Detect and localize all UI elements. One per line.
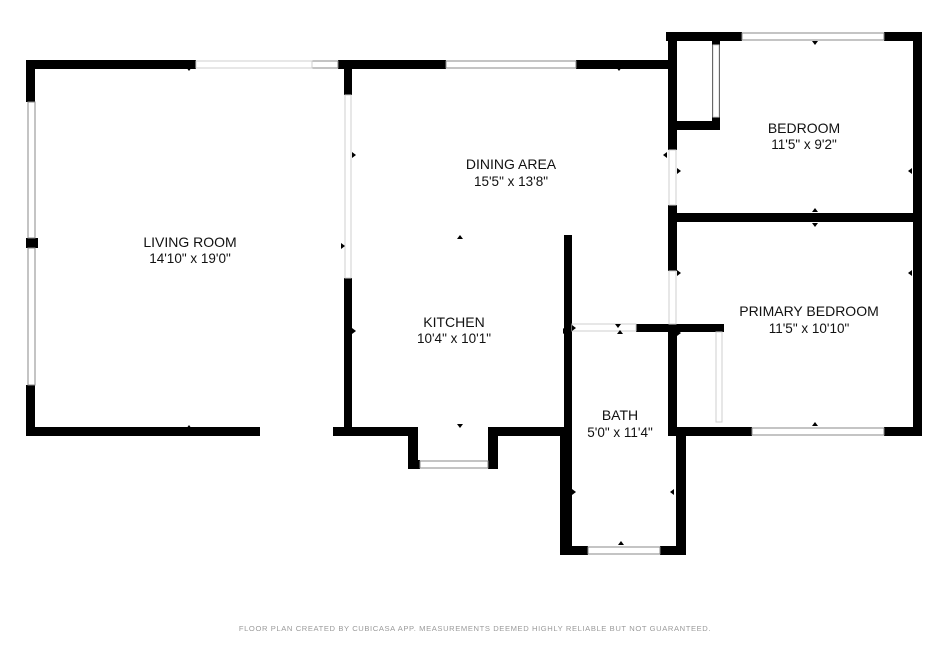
walls	[26, 32, 922, 555]
wall-kitchen-bottom-right	[488, 427, 560, 436]
wall-closet-return	[668, 121, 720, 130]
marker	[812, 41, 818, 45]
bath-name: BATH	[602, 407, 638, 423]
opening-partition	[344, 94, 352, 279]
wall-bay-bottom-left	[408, 460, 420, 469]
living-room-name: LIVING ROOM	[143, 234, 236, 250]
marker	[812, 422, 818, 426]
window-bedroom-top	[741, 32, 885, 41]
window-dining-top	[445, 60, 577, 69]
wall-bay-bottom-right	[488, 460, 498, 469]
marker	[572, 489, 576, 495]
living-room-dims: 14'10" x 19'0"	[149, 251, 231, 266]
wall-bedroom-left-lower	[668, 205, 677, 271]
marker	[617, 330, 623, 334]
wall-primary-bottom-left	[668, 427, 752, 436]
wall-bath-bottom-left	[560, 546, 588, 555]
wall-primary-bottom-right	[884, 427, 922, 436]
wall-right-outer	[913, 32, 922, 436]
opening-living-top	[195, 60, 313, 69]
marker	[457, 235, 463, 239]
marker	[677, 330, 681, 336]
wall-bath-left-lower	[560, 427, 572, 555]
window-primary-bottom	[751, 427, 885, 436]
wall-partition-upper	[344, 60, 352, 95]
primary-bedroom-dims: 11'5" x 10'10"	[769, 321, 850, 336]
wall-bay-right	[488, 427, 498, 469]
wall-bath-right	[676, 427, 686, 555]
wall-bedroom-divider	[668, 213, 922, 222]
openings	[195, 44, 723, 423]
wall-bedroom-left-upper	[668, 32, 677, 150]
kitchen-dims: 10'4" x 10'1"	[417, 331, 491, 346]
marker	[352, 328, 356, 334]
marker	[812, 223, 818, 227]
wall-bay-left	[408, 427, 418, 469]
room-labels: LIVING ROOM 14'10" x 19'0" DINING AREA 1…	[143, 120, 878, 440]
marker	[677, 270, 681, 276]
wall-living-left-upper	[26, 60, 35, 102]
kitchen-name: KITCHEN	[423, 314, 484, 330]
opening-bedroom-door	[668, 149, 677, 206]
marker	[677, 168, 681, 174]
windows	[27, 32, 885, 555]
window-bath	[587, 546, 661, 555]
window-living-left-lower	[27, 247, 36, 386]
wall-primary-left-lower	[668, 324, 677, 436]
marker	[563, 328, 567, 334]
wall-right-top-left	[666, 32, 742, 41]
footer-disclaimer: FLOOR PLAN CREATED BY CUBICASA APP. MEAS…	[239, 624, 711, 633]
marker	[615, 324, 621, 328]
bedroom-name: BEDROOM	[768, 120, 840, 136]
marker	[186, 425, 192, 429]
marker	[572, 325, 576, 331]
wall-top-center-right	[576, 60, 676, 69]
wall-bath-top-right	[636, 324, 724, 332]
opening-primary-door	[668, 270, 677, 325]
marker	[616, 67, 622, 71]
window-living-top	[311, 60, 339, 69]
marker	[663, 152, 667, 158]
dimension-markers	[186, 41, 912, 545]
opening-closet-upper	[712, 44, 720, 118]
marker	[908, 270, 912, 276]
marker	[812, 208, 818, 212]
marker	[341, 243, 345, 249]
window-living-left-upper	[27, 101, 36, 239]
marker	[457, 424, 463, 428]
marker	[186, 67, 192, 71]
marker	[908, 168, 912, 174]
bath-dims: 5'0" x 11'4"	[587, 425, 653, 440]
opening-primary-closet	[715, 331, 723, 423]
marker	[670, 489, 674, 495]
bedroom-dims: 11'5" x 9'2"	[771, 137, 837, 152]
wall-living-left-mid	[26, 238, 38, 248]
wall-bath-bottom-right	[660, 546, 686, 555]
wall-top-center-left	[338, 60, 446, 69]
wall-right-top-right	[884, 32, 922, 41]
wall-bath-left	[564, 235, 572, 555]
wall-living-top	[26, 60, 196, 69]
primary-bedroom-name: PRIMARY BEDROOM	[739, 303, 879, 319]
window-bay	[419, 460, 489, 469]
wall-partition-lower	[344, 278, 352, 436]
marker	[618, 541, 624, 545]
dining-area-dims: 15'5" x 13'8"	[474, 174, 548, 189]
opening-bath-door	[571, 323, 637, 332]
wall-living-left-lower	[26, 385, 35, 436]
marker	[352, 152, 356, 158]
wall-living-bottom	[26, 427, 260, 436]
wall-kitchen-bottom-left	[333, 427, 418, 436]
dining-area-name: DINING AREA	[466, 156, 557, 172]
